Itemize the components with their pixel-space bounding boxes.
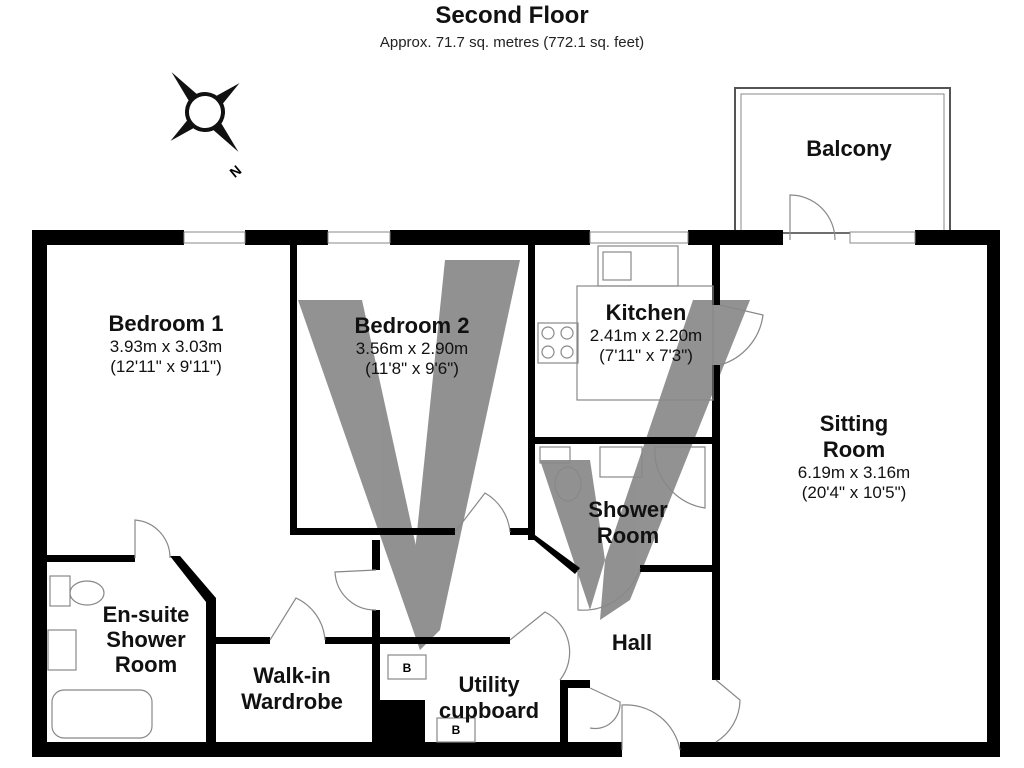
room-dimensions-imperial: (7'11" x 7'3") [599,346,693,365]
room-dimensions-imperial: (11'8" x 9'6") [365,359,459,378]
door-swings [134,194,836,751]
floor-area: Approx. 71.7 sq. metres (772.1 sq. feet) [380,34,644,51]
room-bedroom-1: Bedroom 1 3.93m x 3.03m (12'11" x 9'11") [109,311,224,376]
room-name: cupboard [439,698,539,723]
balcony-outline [734,87,951,234]
room-name: Room [823,437,885,462]
room-shower-room: Shower Room [588,497,668,548]
walls [32,230,1000,757]
room-name: Sitting [820,411,888,436]
compass-icon [170,72,240,152]
room-sitting-room: Sitting Room 6.19m x 3.16m (20'4" x 10'5… [798,411,910,502]
room-name: Walk-in [253,663,330,688]
room-dimensions-metric: 6.19m x 3.16m [798,463,910,482]
room-bedroom-2: Bedroom 2 3.56m x 2.90m (11'8" x 9'6") [355,313,470,378]
room-walk-in-wardrobe: Walk-in Wardrobe [241,663,343,714]
room-name: Room [115,652,177,677]
room-name: Bedroom 2 [355,313,470,338]
room-name: Utility [458,672,520,697]
room-name: Shower [106,627,186,652]
windows [183,231,916,244]
boiler-label: B [452,723,461,737]
room-name: Room [597,523,659,548]
room-dimensions-imperial: (12'11" x 9'11") [110,357,222,376]
room-en-suite: En-suite Shower Room [103,602,190,677]
floor-title: Second Floor [435,2,588,29]
room-utility-cupboard: Utility cupboard [439,672,539,723]
room-name: En-suite [103,602,190,627]
room-balcony: Balcony [806,136,892,161]
room-name: Shower [588,497,668,522]
room-dimensions-metric: 2.41m x 2.20m [590,326,702,345]
room-name: Bedroom 1 [109,311,224,336]
room-name: Kitchen [606,300,687,325]
room-name: Balcony [806,136,892,161]
room-dimensions-imperial: (20'4" x 10'5") [802,483,907,502]
room-name: Wardrobe [241,689,343,714]
room-kitchen: Kitchen 2.41m x 2.20m (7'11" x 7'3") [590,300,702,365]
room-name: Hall [612,630,652,655]
room-dimensions-metric: 3.93m x 3.03m [110,337,222,356]
fixtures [47,245,714,743]
room-dimensions-metric: 3.56m x 2.90m [356,339,468,358]
compass-north-label: N [226,162,244,181]
boiler-label: B [403,661,412,675]
room-hall: Hall [612,630,652,655]
